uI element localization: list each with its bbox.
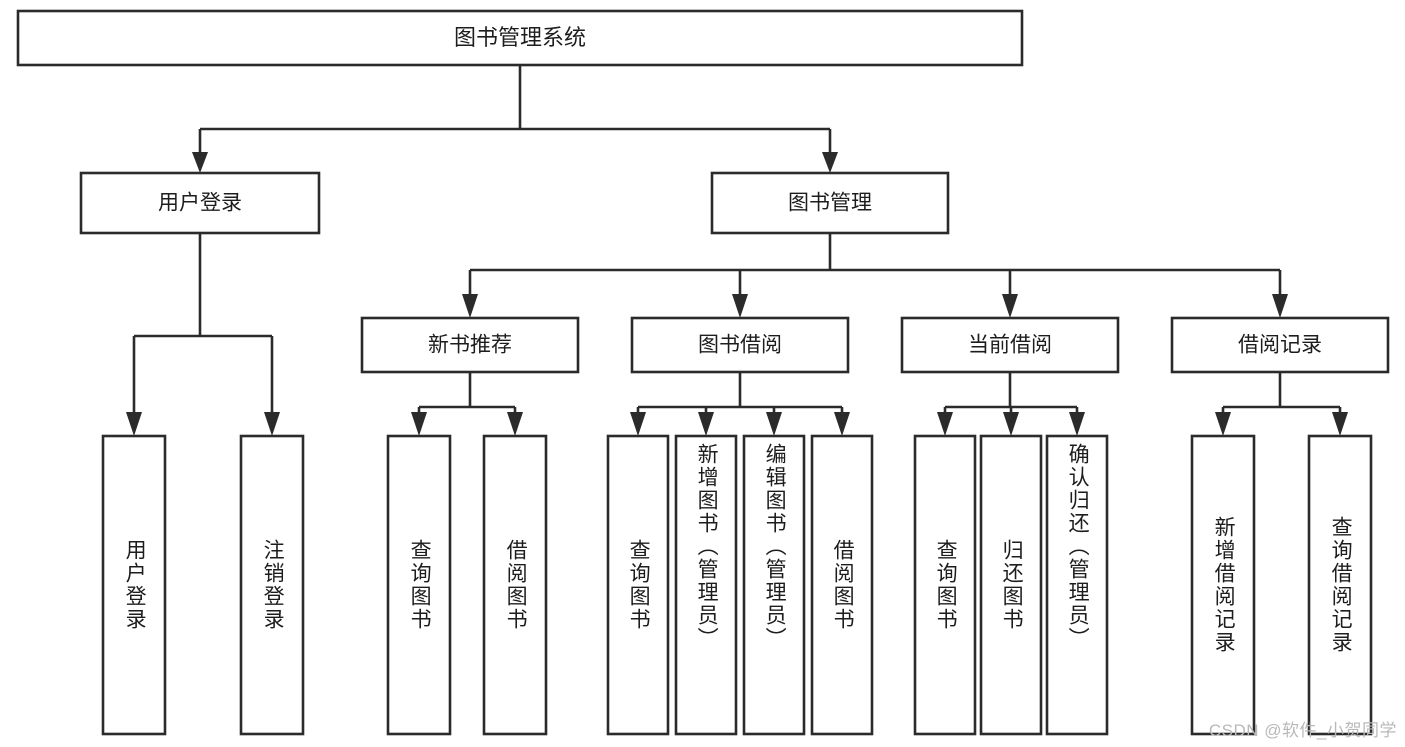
connector-group-new-book-children bbox=[411, 372, 523, 436]
node-user-login-rect[interactable] bbox=[79, 171, 321, 235]
arrow-head-leaf-return-book bbox=[1003, 412, 1019, 436]
leaf-edit-book-rect[interactable] bbox=[742, 434, 806, 736]
arrow-head-leaf-confirm-return bbox=[1069, 412, 1085, 436]
node-book-manage[interactable]: 图书管理 bbox=[710, 171, 950, 235]
leaf-confirm-return-rect[interactable] bbox=[1045, 434, 1109, 736]
leaf-add-book-rect[interactable] bbox=[674, 434, 738, 736]
arrow-head-leaf-query-book-1 bbox=[411, 412, 427, 436]
arrow-head-book-manage bbox=[822, 152, 838, 173]
node-new-book-recommend[interactable]: 新书推荐 bbox=[360, 316, 580, 374]
connector-group-user-login-children bbox=[126, 233, 280, 436]
arrow-head-book-borrow bbox=[732, 294, 748, 318]
node-user-login-label: 用户登录 bbox=[158, 192, 242, 215]
leaf-query-book-3-rect[interactable] bbox=[913, 434, 977, 736]
arrow-head-leaf-logout bbox=[264, 412, 280, 436]
arrow-head-leaf-query-book-2 bbox=[630, 412, 646, 436]
node-book-borrow-rect[interactable] bbox=[630, 316, 850, 374]
leaf-query-book-1-rect[interactable] bbox=[386, 434, 452, 736]
node-root-rect[interactable] bbox=[16, 9, 1024, 67]
connector-group-book-manage bbox=[462, 233, 1288, 318]
csdn-watermark: CSDN @软件_小贺同学 bbox=[1208, 721, 1397, 740]
node-current-borrow-label: 当前借阅 bbox=[968, 334, 1052, 357]
node-borrow-record-rect[interactable] bbox=[1170, 316, 1390, 374]
arrow-head-leaf-query-book-3 bbox=[937, 412, 953, 436]
arrow-head-user-login bbox=[192, 152, 208, 173]
node-user-login[interactable]: 用户登录 bbox=[79, 171, 321, 235]
node-borrow-record[interactable]: 借阅记录 bbox=[1170, 316, 1390, 374]
node-book-manage-label: 图书管理 bbox=[788, 192, 872, 215]
connector-group-book-borrow-children bbox=[630, 372, 850, 436]
leaf-add-record-rect[interactable] bbox=[1190, 434, 1256, 736]
arrow-head-current-borrow bbox=[1002, 294, 1018, 318]
leaf-logout-rect[interactable] bbox=[239, 434, 305, 736]
node-current-borrow-rect[interactable] bbox=[900, 316, 1120, 374]
node-borrow-record-label: 借阅记录 bbox=[1238, 334, 1322, 357]
arrow-head-leaf-user-login bbox=[126, 412, 142, 436]
arrow-head-leaf-borrow-book-2 bbox=[834, 412, 850, 436]
arrow-head-leaf-add-book bbox=[698, 412, 714, 436]
node-book-borrow[interactable]: 图书借阅 bbox=[630, 316, 850, 374]
leaf-query-record-rect[interactable] bbox=[1307, 434, 1373, 736]
node-new-book-recommend-rect[interactable] bbox=[360, 316, 580, 374]
arrow-head-leaf-borrow-book-1 bbox=[507, 412, 523, 436]
arrow-head-new-book bbox=[462, 294, 478, 318]
leaf-return-book-rect[interactable] bbox=[979, 434, 1043, 736]
connector-group-current-borrow-children bbox=[937, 372, 1085, 436]
arrow-head-leaf-add-record bbox=[1215, 412, 1231, 436]
arrow-head-leaf-edit-book bbox=[766, 412, 782, 436]
node-current-borrow[interactable]: 当前借阅 bbox=[900, 316, 1120, 374]
arrow-head-leaf-query-record bbox=[1332, 412, 1348, 436]
connector-group-borrow-record-children bbox=[1215, 372, 1348, 436]
connector-group-root bbox=[192, 65, 838, 173]
node-root-label: 图书管理系统 bbox=[454, 25, 586, 50]
node-book-manage-rect[interactable] bbox=[710, 171, 950, 235]
leaf-user-login-rect[interactable] bbox=[101, 434, 167, 736]
leaf-borrow-book-2-rect[interactable] bbox=[810, 434, 874, 736]
node-book-borrow-label: 图书借阅 bbox=[698, 334, 782, 357]
leaf-borrow-book-1-rect[interactable] bbox=[482, 434, 548, 736]
arrow-head-borrow-record bbox=[1272, 294, 1288, 318]
node-new-book-recommend-label: 新书推荐 bbox=[428, 334, 512, 357]
node-root[interactable]: 图书管理系统 bbox=[16, 9, 1024, 67]
leaf-query-book-2-rect[interactable] bbox=[606, 434, 670, 736]
